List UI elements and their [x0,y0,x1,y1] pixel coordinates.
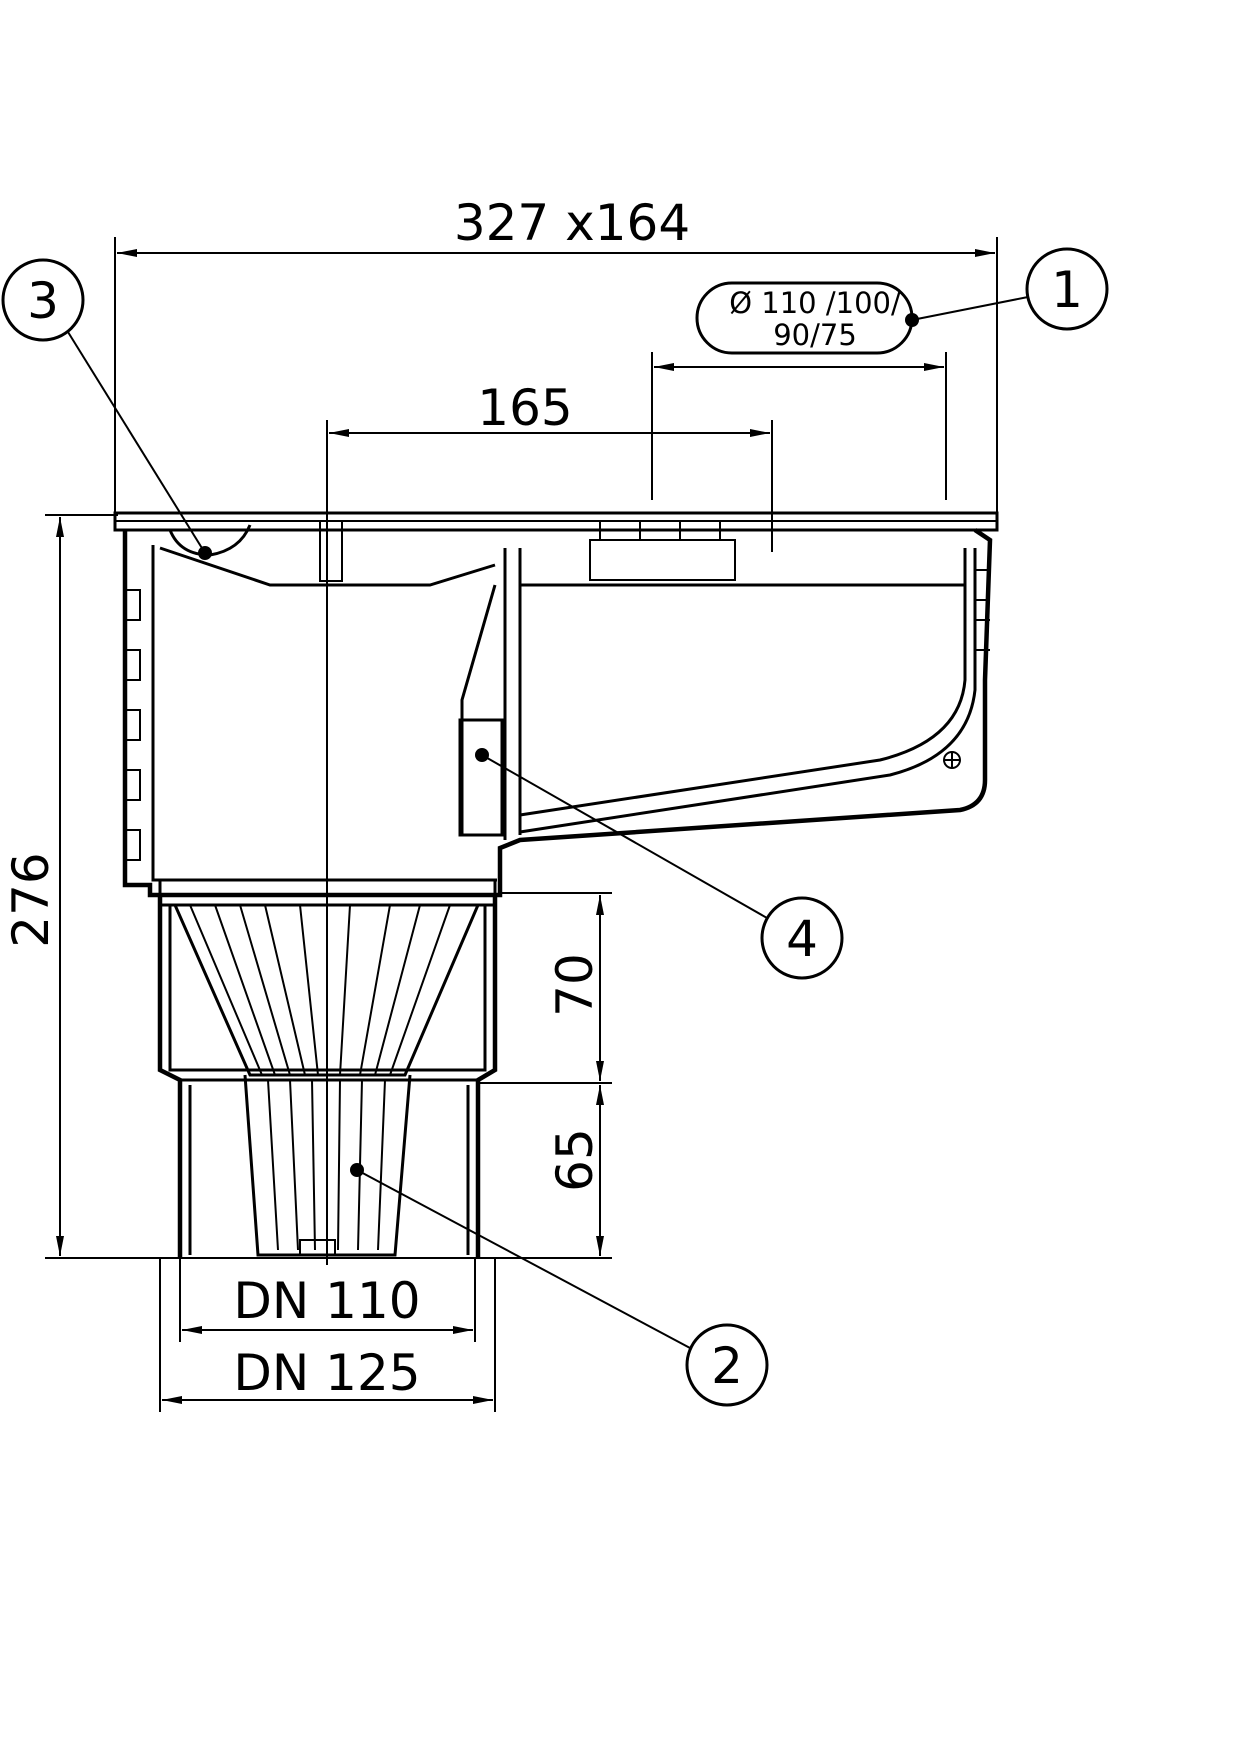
svg-text:276: 276 [2,852,60,947]
svg-text:70: 70 [546,953,604,1017]
outlet-diameter-label: Ø 110 /100/ 90/75 [651,281,947,500]
svg-text:1: 1 [1051,261,1083,319]
offset-dimension: 165 [326,379,773,1265]
outlet-pipe [157,895,498,1258]
pipe-length-dimensions: 70 65 [480,892,612,1256]
overall-dimension: 327 x164 [114,194,998,515]
dn-dimensions: DN 110 DN 125 [159,1258,496,1412]
svg-text:Ø 110 /100/: Ø 110 /100/ [729,286,901,320]
svg-text:DN 125: DN 125 [233,1344,420,1402]
svg-text:90/75: 90/75 [773,318,857,352]
svg-text:165: 165 [477,379,572,437]
height-dimension: 276 [2,514,612,1259]
drain-body [113,511,999,898]
svg-text:65: 65 [546,1128,604,1192]
callout-3: 3 [1,258,212,560]
odor-trap-insert [158,878,497,1257]
callout-1: 1 [905,247,1109,331]
callout-4: 4 [475,748,844,980]
svg-text:2: 2 [711,1337,743,1395]
overall-dimension-label: 327 x164 [454,194,690,252]
svg-text:3: 3 [27,272,59,330]
callout-2: 2 [350,1163,769,1407]
svg-text:DN 110: DN 110 [233,1272,420,1330]
svg-text:4: 4 [786,910,818,968]
